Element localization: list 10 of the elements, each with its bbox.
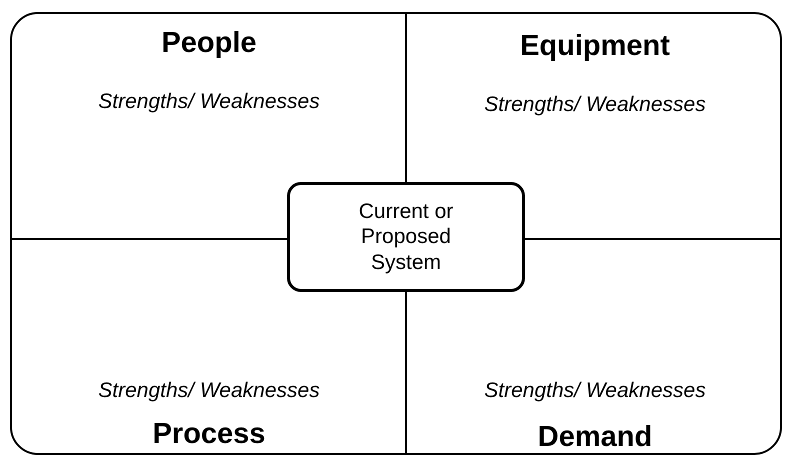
quadrant-heading: People xyxy=(160,28,258,60)
quadrant-subtitle: Strengths/ Weaknesses xyxy=(97,379,321,403)
system-box: Current or Proposed System xyxy=(287,182,525,292)
quadrant-heading: Process xyxy=(152,419,266,451)
quadrant-subtitle: Strengths/ Weaknesses xyxy=(483,379,707,403)
quadrant-subtitle: Strengths/ Weaknesses xyxy=(483,93,707,117)
quadrant-subtitle: Strengths/ Weaknesses xyxy=(97,90,321,114)
quadrant-heading: Equipment xyxy=(519,31,671,63)
quadrant-heading: Demand xyxy=(536,422,654,454)
frame-border xyxy=(10,12,782,455)
